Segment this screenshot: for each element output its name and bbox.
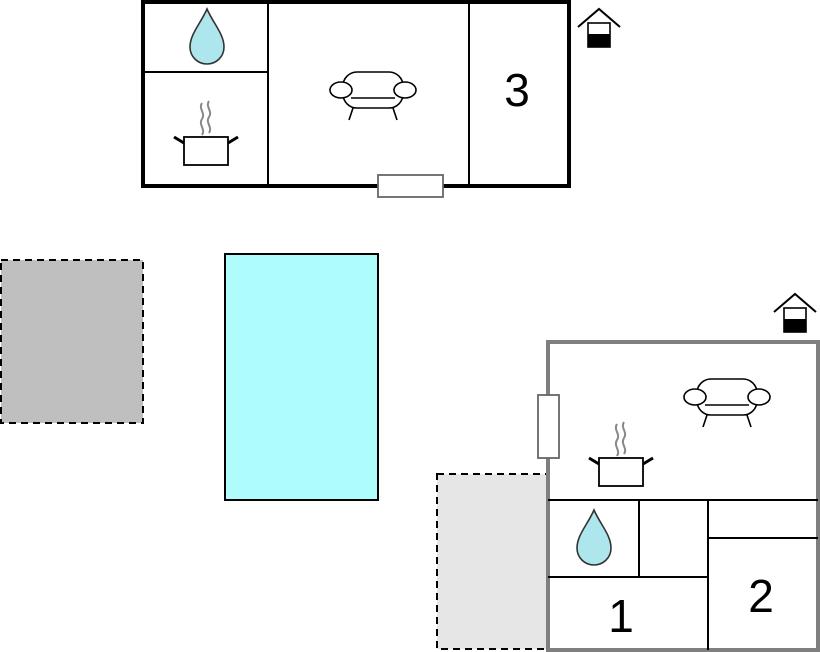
terrace-area bbox=[436, 473, 548, 650]
building-top: 3 bbox=[141, 0, 571, 198]
house-floor-icon bbox=[577, 8, 621, 48]
pool bbox=[224, 253, 379, 501]
door bbox=[377, 174, 444, 198]
building-bottom: 1 2 bbox=[537, 340, 820, 652]
room-label-3: 3 bbox=[504, 64, 530, 116]
door bbox=[537, 394, 560, 459]
house-floor-icon bbox=[773, 293, 817, 333]
room-label-1: 1 bbox=[608, 590, 634, 642]
room-label-2: 2 bbox=[748, 570, 774, 622]
terrace-area bbox=[0, 259, 144, 424]
